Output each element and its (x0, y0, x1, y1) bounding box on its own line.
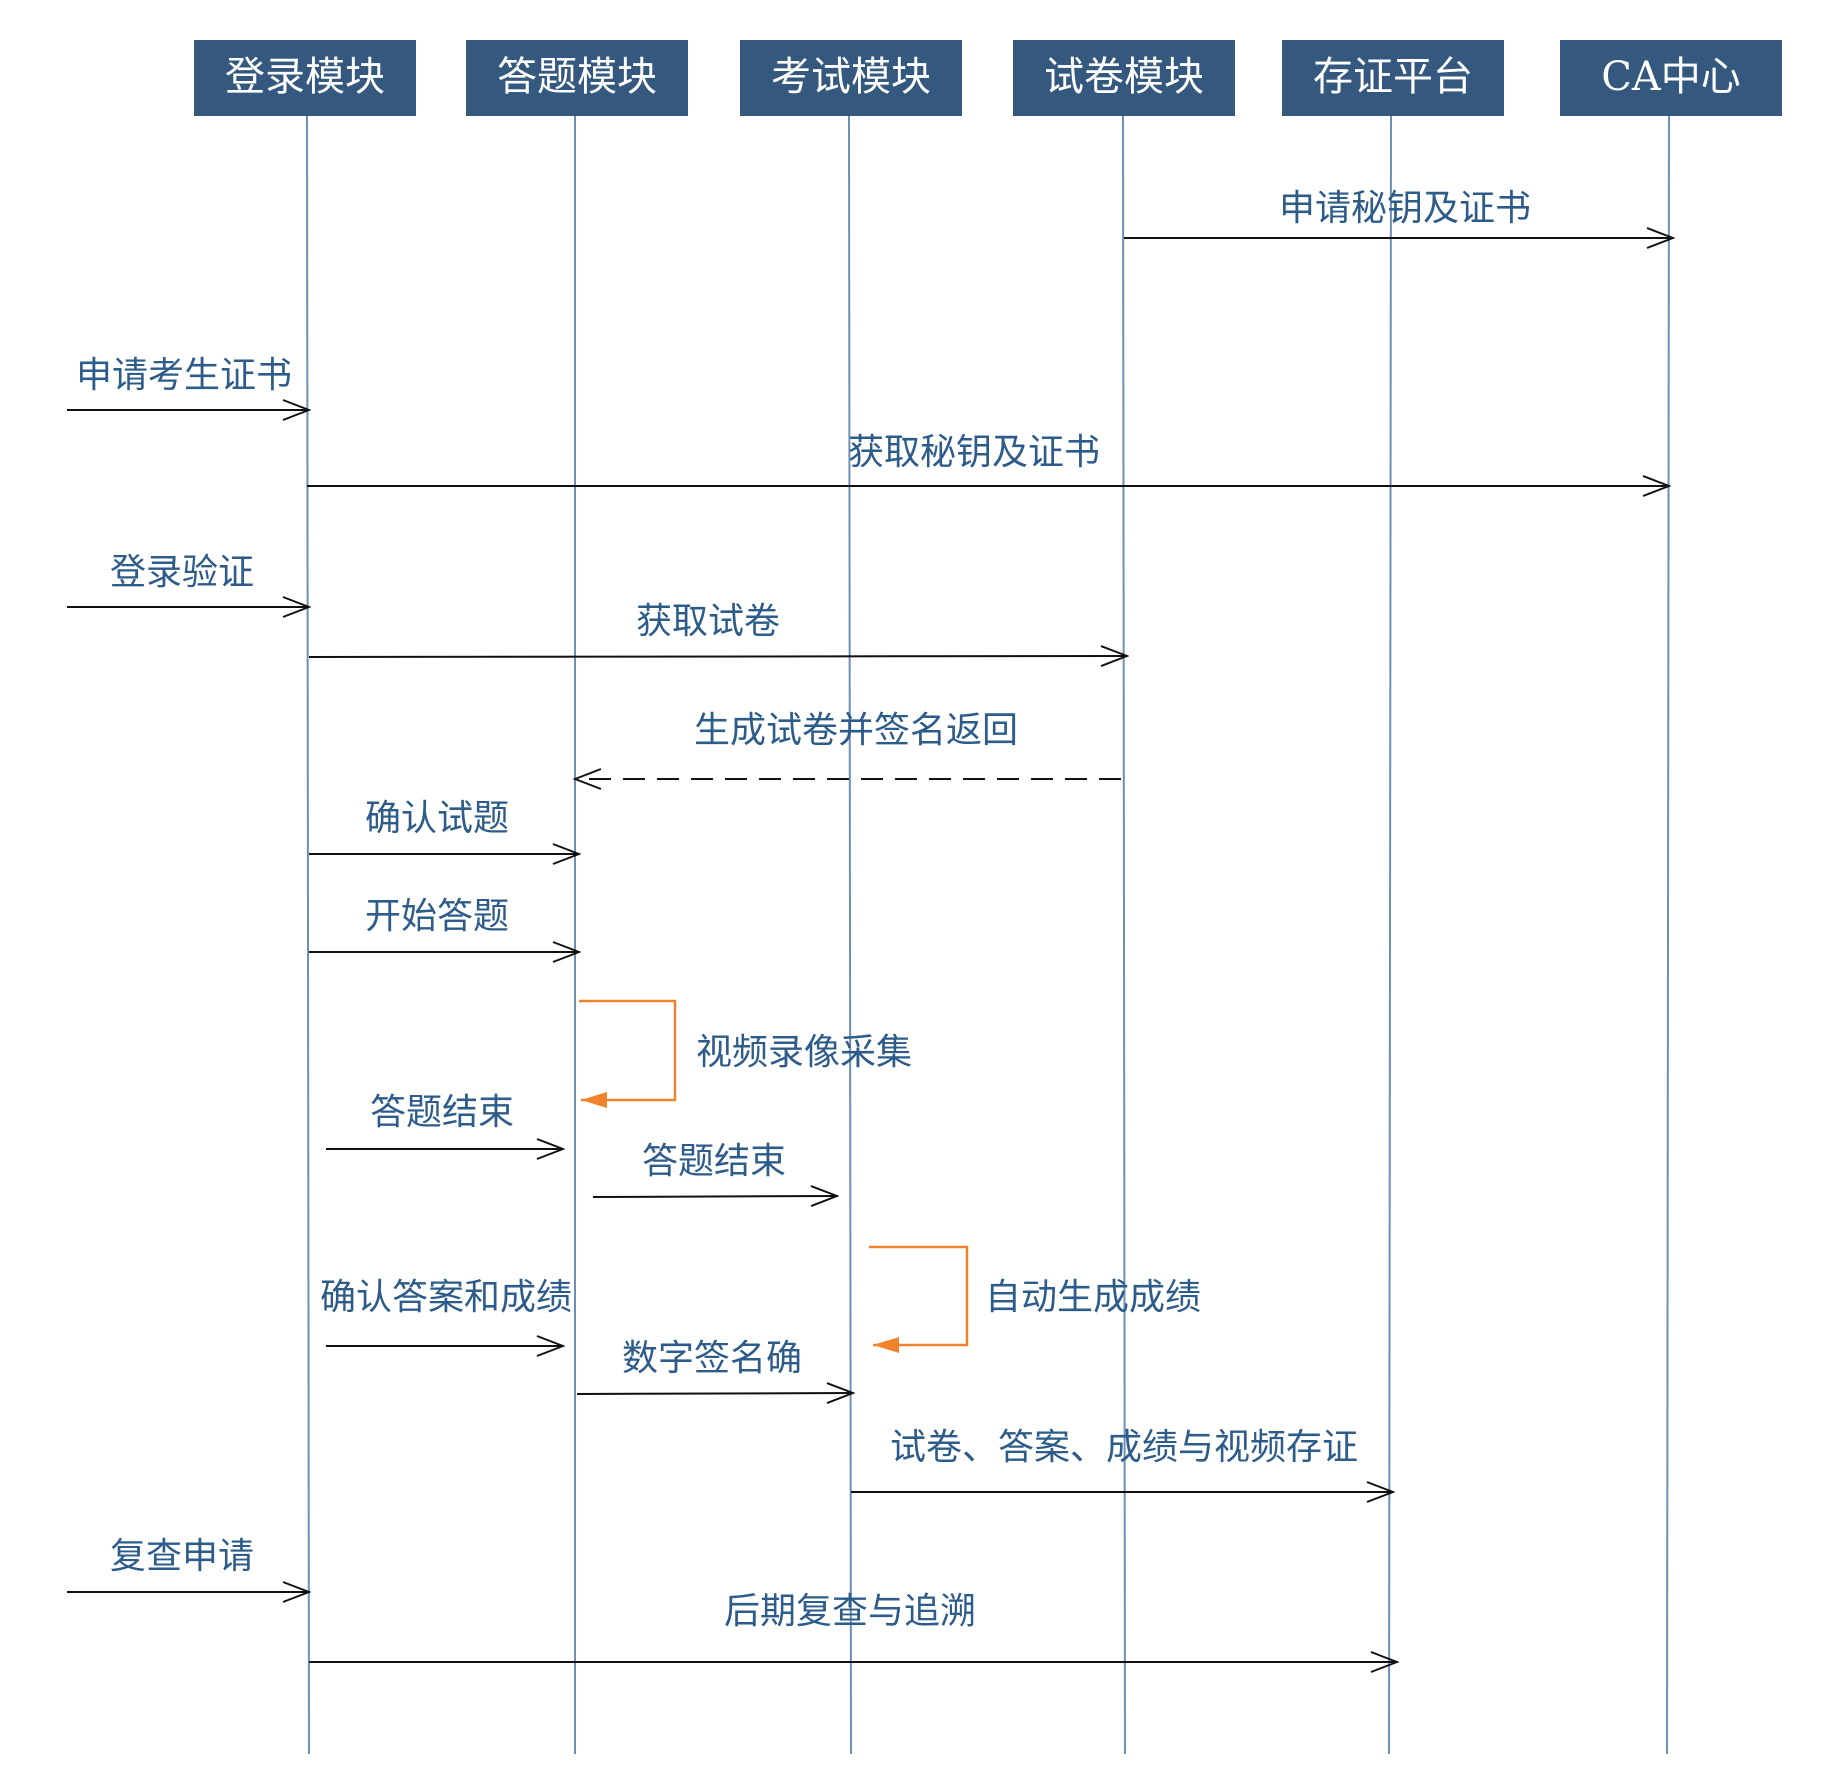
message-label-m10: 答题结束 (370, 1092, 514, 1133)
actor-paper: 试卷模块 (1013, 40, 1235, 116)
message-arrow-m11 (592, 1196, 837, 1197)
actor-label: 试卷模块 (1044, 54, 1204, 100)
lifeline-exam (848, 115, 852, 1755)
message-label-m4: 登录验证 (110, 552, 254, 593)
actor-login: 登录模块 (194, 40, 416, 116)
actor-evidence: 存证平台 (1282, 40, 1504, 116)
message-arrow-m14 (576, 1393, 853, 1394)
message-arrow-m12 (869, 1245, 969, 1353)
message-arrow-m9 (579, 999, 677, 1108)
message-label-m1: 申请秘钥及证书 (1279, 188, 1531, 229)
actor-label: 存证平台 (1313, 54, 1473, 100)
lifeline-evidence (1388, 115, 1392, 1755)
lifeline-paper (1122, 115, 1126, 1755)
message-label-m14: 数字签名确 (622, 1338, 802, 1379)
actor-exam: 考试模块 (740, 40, 962, 116)
lifelines (306, 115, 1670, 1755)
messages: 申请秘钥及证书 申请考生证书 获取秘钥及证书 登录验证 获取试卷 生成试卷并签名… (67, 188, 1673, 1662)
message-label-m9: 视频录像采集 (696, 1032, 912, 1073)
message-label-m3: 获取秘钥及证书 (848, 432, 1100, 473)
message-arrow-m5 (308, 656, 1127, 657)
lifeline-ca (1666, 115, 1670, 1755)
message-label-m17: 后期复查与追溯 (724, 1591, 976, 1632)
actor-headers: 登录模块 答题模块 考试模块 试卷模块 存证平台 CA中心 (194, 40, 1782, 116)
message-label-m11: 答题结束 (642, 1141, 786, 1182)
message-label-m2: 申请考生证书 (76, 355, 292, 396)
actor-label: CA中心 (1601, 54, 1741, 100)
message-label-m12: 自动生成成绩 (985, 1277, 1201, 1318)
actor-label: 考试模块 (771, 54, 931, 100)
message-label-m6: 生成试卷并签名返回 (694, 710, 1018, 751)
actor-label: 登录模块 (225, 54, 385, 100)
message-label-m5: 获取试卷 (636, 601, 780, 642)
lifeline-login (306, 115, 310, 1755)
message-label-m16: 复查申请 (110, 1536, 254, 1577)
actor-ca: CA中心 (1560, 40, 1782, 116)
message-label-m7: 确认试题 (365, 798, 509, 839)
actor-label: 答题模块 (497, 54, 657, 100)
message-label-m8: 开始答题 (365, 896, 509, 937)
message-label-m13: 确认答案和成绩 (320, 1277, 572, 1318)
actor-answer: 答题模块 (466, 40, 688, 116)
message-label-m15: 试卷、答案、成绩与视频存证 (890, 1427, 1358, 1468)
